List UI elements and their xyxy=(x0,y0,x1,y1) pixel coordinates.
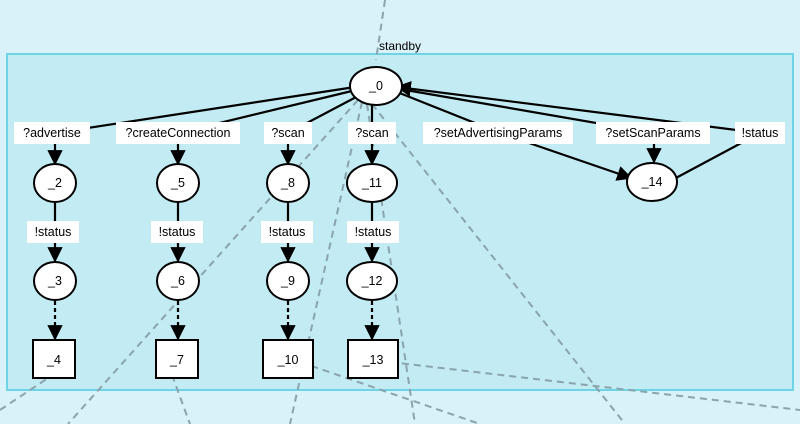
edge-label-status-11-12: !status xyxy=(355,225,392,239)
state-node-3 xyxy=(33,261,77,301)
connector-line xyxy=(289,101,363,424)
connector-line xyxy=(375,0,386,61)
edge-label-bg xyxy=(14,122,90,144)
terminal-node-label: _13 xyxy=(362,353,384,367)
edge-label-bg xyxy=(596,122,710,144)
edge-label-status-8-9: !status xyxy=(269,225,306,239)
standby-cluster xyxy=(6,53,794,391)
edge-label-bg xyxy=(261,221,313,243)
cluster-label: standby xyxy=(379,39,421,53)
terminal-node-10 xyxy=(262,339,314,379)
edge-label-set-scan-params: ?setScanParams xyxy=(605,126,700,140)
state-node-label: _6 xyxy=(170,274,185,288)
edge-label-bg xyxy=(264,122,312,144)
state-node-label: _9 xyxy=(280,274,295,288)
state-node-label: _3 xyxy=(47,274,62,288)
state-node-label: _12 xyxy=(361,274,383,288)
edge-label-scan-b: ?scan xyxy=(355,126,388,140)
state-node-2 xyxy=(33,163,77,203)
state-node-label: _11 xyxy=(361,176,382,190)
state-node-label: _14 xyxy=(641,175,663,189)
state-node-5 xyxy=(156,163,200,203)
edge-label-bg xyxy=(27,221,79,243)
edge-label-set-advertising-params: ?setAdvertisingParams xyxy=(434,126,563,140)
state-node-8 xyxy=(266,163,310,203)
terminal-nodes: _4 _7 _10 _13 xyxy=(32,339,399,379)
connector-line xyxy=(171,374,191,424)
terminal-node-label: _7 xyxy=(169,353,184,367)
edge-label-bg xyxy=(423,122,573,144)
edge-label-bg xyxy=(735,122,785,144)
terminal-node-label: _10 xyxy=(277,353,299,367)
edge-label-bg xyxy=(116,122,240,144)
edge-label-scan-a: ?scan xyxy=(271,126,304,140)
terminal-node-label: _4 xyxy=(46,353,61,367)
state-node-label: _5 xyxy=(170,176,185,190)
state-nodes: _0 _2 _5 _8 _11 _14 _3 _6 _9 _12 xyxy=(33,66,678,301)
state-node-label: _8 xyxy=(280,176,295,190)
state-node-0 xyxy=(349,66,403,106)
connector-line xyxy=(299,361,481,424)
state-node-12 xyxy=(346,261,398,301)
edge-label-bg xyxy=(151,221,203,243)
state-node-11 xyxy=(346,163,398,203)
state-node-14 xyxy=(626,162,678,202)
terminal-node-7 xyxy=(155,339,199,379)
state-node-6 xyxy=(156,261,200,301)
state-node-label: _2 xyxy=(47,176,62,190)
edge-label-status-5-6: !status xyxy=(159,225,196,239)
connector-line xyxy=(371,103,626,424)
edge-label-create-connection: ?createConnection xyxy=(126,126,231,140)
edge-label-advertise: ?advertise xyxy=(23,126,81,140)
connector-line xyxy=(389,361,800,411)
edge-label-status-2-3: !status xyxy=(35,225,72,239)
terminal-node-4 xyxy=(32,339,76,379)
edge-label-bg xyxy=(348,122,396,144)
state-node-9 xyxy=(266,261,310,301)
edge-labels: ?advertise ?createConnection ?scan ?scan… xyxy=(14,122,785,243)
edge-label-status-to-0: !status xyxy=(742,126,779,140)
state-node-label: _0 xyxy=(368,79,383,93)
terminal-node-13 xyxy=(347,339,399,379)
connector-line xyxy=(67,99,359,424)
edge-label-bg xyxy=(347,221,399,243)
